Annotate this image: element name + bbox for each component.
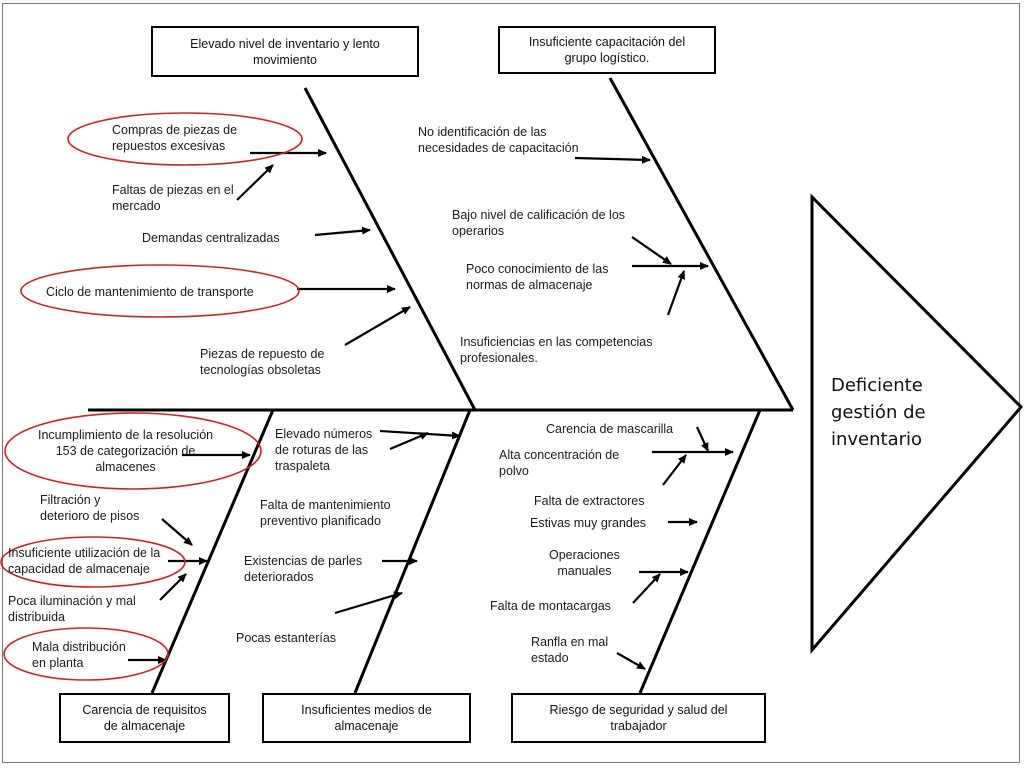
category-requirements-line2: de almacenaje <box>103 719 186 733</box>
arrow-c09 <box>666 270 686 316</box>
category-box-storage-means: Insuficientes medios de almacenaje <box>262 693 471 743</box>
arrow-c18 <box>334 591 403 615</box>
bone-top-left <box>303 87 477 411</box>
cause-label: Falta de montacargas <box>490 599 611 613</box>
arrow-c03 <box>314 226 371 237</box>
cause-label: Ciclo de mantenimiento de transporte <box>46 285 254 299</box>
highlight-ellipse-c10 <box>4 412 262 490</box>
arrow-c25 <box>616 652 646 670</box>
arrow-c24 <box>632 573 661 604</box>
arrow-c07 <box>631 236 672 265</box>
category-training-line1: Insuficiente capacitación del <box>528 35 686 49</box>
effect-head <box>810 193 1024 655</box>
highlight-ellipse-c12 <box>0 536 186 588</box>
category-safety-line2: trabajador <box>610 719 667 733</box>
arrow-c20b <box>662 454 687 486</box>
arrow-c15b <box>389 431 429 451</box>
cause-label: Estivas muy grandes <box>530 516 647 530</box>
effect-line2: gestión de <box>831 402 926 423</box>
category-requirements-line1: Carencia de requisitos <box>82 703 207 717</box>
highlight-ellipse-c14 <box>3 627 169 681</box>
highlight-ellipse-c04 <box>20 264 300 318</box>
effect-label: Deficiente gestión de inventario <box>831 372 926 453</box>
cause-label: Carencia de mascarilla <box>546 422 674 436</box>
category-box-training: Insuficiente capacitación del grupo logís… <box>498 26 716 74</box>
cause-label: Demandas centralizadas <box>142 231 280 245</box>
highlight-ellipse-c01 <box>67 112 303 166</box>
diagram-frame <box>2 3 1020 763</box>
bone-top-right <box>608 77 795 411</box>
arrow-c11 <box>161 518 193 546</box>
category-training-line2: grupo logístico. <box>564 51 650 65</box>
category-storage-means-line1: Insuficientes medios de <box>301 703 432 717</box>
bone-bottom-1 <box>150 409 275 694</box>
category-storage-means-line2: almacenaje <box>334 719 399 733</box>
bone-bottom-2 <box>353 409 472 694</box>
category-safety-line1: Riesgo de seguridad y salud del <box>549 703 728 717</box>
arrow-c19 <box>696 426 709 452</box>
category-box-requirements: Carencia de requisitos de almacenaje <box>59 693 230 743</box>
arrow-c02 <box>236 164 274 201</box>
cause-label: Falta de extractores <box>534 494 645 508</box>
effect-line3: inventario <box>831 429 923 450</box>
arrow-c13 <box>159 573 187 601</box>
category-inventory-line2: movimiento <box>253 52 317 67</box>
arrow-c06 <box>574 155 651 164</box>
cause-label: Pocas estanterías <box>236 631 337 645</box>
category-inventory-line1: Elevado nivel de inventario y lento <box>190 36 380 51</box>
bone-bottom-3 <box>638 409 762 694</box>
effect-line1: Deficiente <box>831 375 923 396</box>
arrow-c05 <box>344 306 411 346</box>
category-box-safety: Riesgo de seguridad y salud del trabajado… <box>511 693 766 743</box>
